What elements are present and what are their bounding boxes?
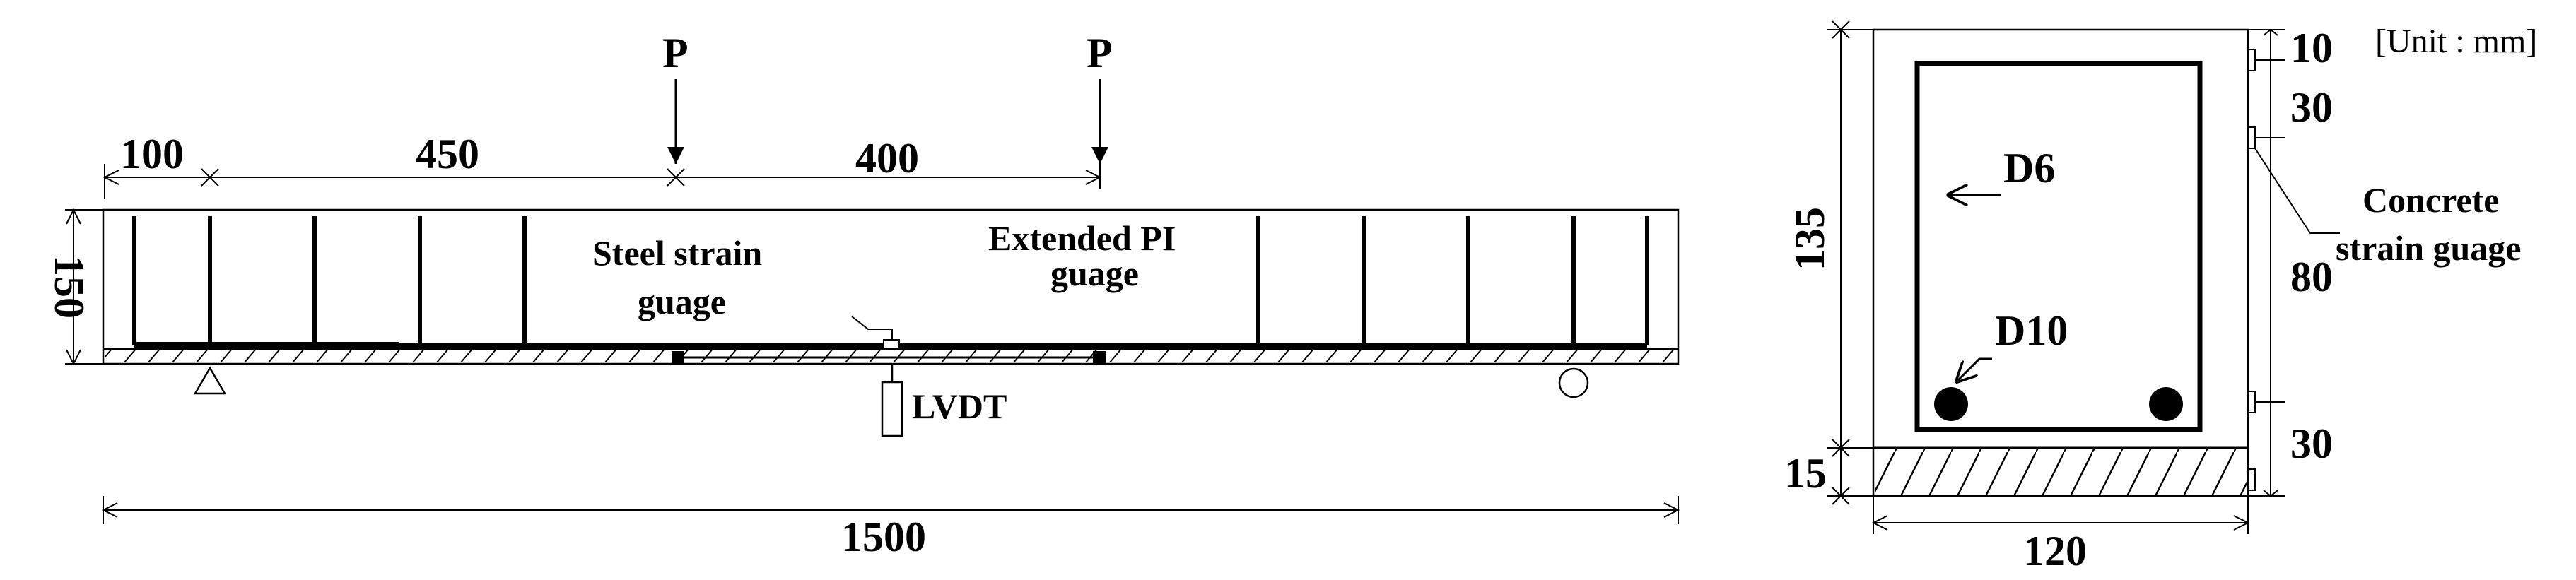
roller-support-icon [1558, 367, 1589, 398]
dim-arrow [1663, 502, 1680, 518]
stirrup-d6 [1914, 61, 2203, 432]
section-outline [1872, 28, 2249, 497]
concrete-gauge [2247, 49, 2256, 71]
load-label-right: P [1087, 30, 1113, 76]
dim-arrow [103, 170, 119, 185]
dim-gauge-mid: 80 [2290, 254, 2333, 300]
dim-cover-top: 10 [2290, 25, 2333, 71]
beam-elevation: LVDT P P 100 450 400 150 1500 Steel stra… [46, 30, 1680, 560]
dim-gauge-upper: 30 [2290, 84, 2333, 131]
concrete-gauge [2247, 391, 2256, 413]
dim-100: 100 [120, 131, 184, 177]
dim-arrow [1085, 170, 1102, 185]
dim-tick [1832, 487, 1850, 505]
d10-leader [1957, 357, 1992, 381]
pi-gauge-block-left [672, 351, 684, 363]
pi-gauge-label-line1: Extended PI [988, 218, 1176, 258]
dim-tick [1832, 439, 1850, 457]
steel-strain-gauge [883, 339, 900, 350]
dim-tick [2263, 28, 2278, 36]
dim-tick [201, 168, 219, 187]
load-label-left: P [662, 30, 689, 76]
beam-bottom-cover-hatch [105, 349, 1677, 362]
dim-1500: 1500 [841, 514, 926, 560]
dim-450: 450 [416, 131, 479, 177]
pi-gauge-label-line2: guage [1050, 254, 1139, 293]
stirrups-left [132, 216, 527, 345]
dim-width: 120 [2023, 528, 2087, 574]
stirrup-label: D6 [2003, 145, 2055, 191]
dim-arrow [66, 208, 81, 225]
section-bottom-cover-hatch [1875, 448, 2247, 495]
beam-outline [102, 208, 1680, 365]
main-bar-left [1934, 387, 1968, 421]
pin-support-icon [193, 366, 227, 395]
concrete-gauge [2247, 126, 2256, 149]
main-bar-right [2149, 387, 2183, 421]
dim-arrow [1871, 515, 1888, 531]
steel-gauge-leader [851, 316, 893, 340]
unit-label: [Unit : mm] [2375, 23, 2537, 60]
dim-arrow [2233, 515, 2250, 531]
steel-gauge-label-line2: guage [638, 282, 726, 321]
dim-tick [2263, 490, 2278, 497]
dim-arrow [101, 502, 118, 518]
dim-depth: 135 [1786, 207, 1833, 271]
steel-gauge-label-line1: Steel strain [592, 233, 762, 273]
cross-section: D6 D10 10 30 80 30 Concrete strain guage… [1784, 20, 2537, 574]
dim-150: 150 [46, 255, 93, 319]
dim-gauge-lower: 30 [2290, 420, 2333, 467]
concrete-gauge-label-line1: Concrete [2363, 180, 2499, 220]
dim-arrow [66, 349, 81, 366]
lvdt-label: LVDT [912, 386, 1007, 426]
dim-bottom-cover: 15 [1784, 450, 1827, 497]
lvdt-body [881, 381, 903, 437]
dim-tick [667, 168, 685, 187]
main-bar-label: D10 [1995, 307, 2068, 354]
stirrups-right [1256, 216, 1649, 345]
concrete-gauge [2247, 468, 2256, 491]
dim-400: 400 [855, 135, 919, 182]
concrete-gauge-label-line2: strain guage [2336, 228, 2522, 268]
pi-gauge-block-right [1093, 351, 1106, 363]
dim-tick [1832, 20, 1850, 39]
concrete-gauge-leader [2254, 148, 2340, 234]
